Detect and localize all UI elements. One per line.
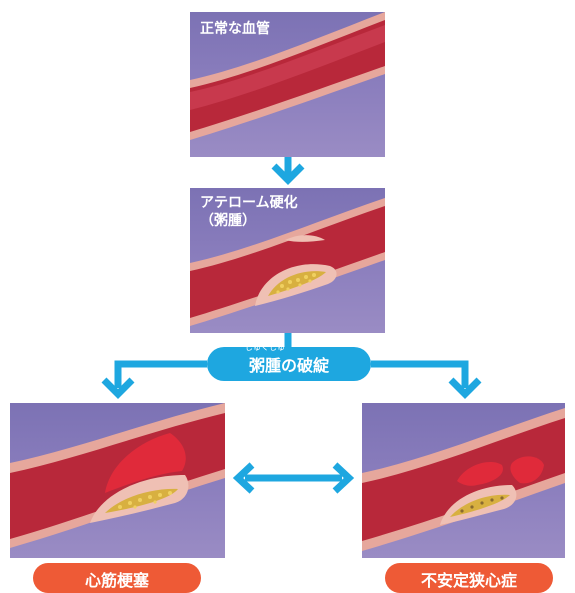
outcome-badge-angina: 不安定狭心症 [385, 563, 553, 593]
rupture-rest: の破綻 [281, 352, 329, 376]
rupture-word-b: 腫 [265, 356, 281, 375]
outcome-badge-infarction: 心筋梗塞 [33, 563, 201, 593]
rupture-word-a: 粥 [249, 356, 265, 375]
ruby-reading: じゅくしゅ [245, 342, 285, 353]
plaque-rupture-banner: じゅくしゅ 粥腫 の破綻 [207, 347, 371, 381]
ruby-group: じゅくしゅ 粥腫 [249, 352, 281, 376]
